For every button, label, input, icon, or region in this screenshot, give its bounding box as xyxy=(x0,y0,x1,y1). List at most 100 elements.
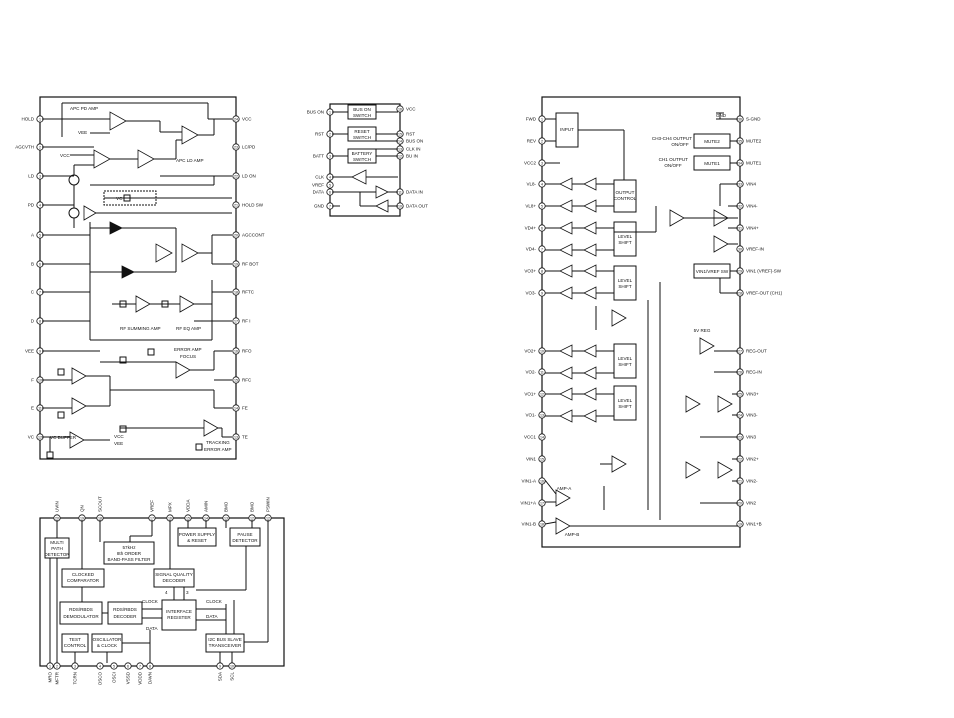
label-level-shift-d1: LEVEL xyxy=(618,398,633,403)
pin-label: BATT xyxy=(313,154,324,159)
pin-marker xyxy=(232,376,240,384)
pin-number: 23 xyxy=(738,436,742,440)
label-clocked-1: CLOCKED xyxy=(72,572,95,577)
pin-label: VIN4 xyxy=(746,182,757,187)
label-bpf-1: 57kHz xyxy=(122,545,136,550)
pin-marker xyxy=(538,455,546,463)
pin-label: AGCCONT xyxy=(242,233,265,238)
pin-label: REV xyxy=(527,139,536,144)
pin-number: 2 xyxy=(39,146,41,150)
pin-label: VIN3 xyxy=(746,435,757,440)
pin-label: VO3- xyxy=(525,291,536,296)
label-ch1-1: CH1 OUTPUT xyxy=(659,157,689,162)
pin-marker xyxy=(396,105,404,113)
pin-label: REG-IN xyxy=(746,370,762,375)
pin-label: VL8+ xyxy=(525,204,536,209)
pin-label: VIN3- xyxy=(746,413,758,418)
label-mute2: MUTE2 xyxy=(704,139,720,144)
pin-number: 2 xyxy=(541,140,543,144)
pin-label: SCOUT xyxy=(98,496,103,512)
pin-marker xyxy=(110,662,118,670)
pin-number: 27 xyxy=(738,350,742,354)
pin-label: LD xyxy=(28,174,35,179)
pin-label: RF BOT xyxy=(242,262,259,267)
pin-label: TCRN xyxy=(73,672,78,685)
label-error-amp: ERROR AMP xyxy=(174,347,202,352)
label-rf-summing-amp: RF SUMMING AMP xyxy=(120,326,161,331)
pin-label: MRO xyxy=(48,672,53,683)
pin-number: 3 xyxy=(541,162,543,166)
pin-number: 25 xyxy=(738,393,742,397)
internal-circuit xyxy=(332,104,398,213)
pin: 25 VIN3+ xyxy=(736,390,759,398)
pin-marker xyxy=(538,433,546,441)
pin-number: 3 xyxy=(74,665,76,669)
pin-label: TE xyxy=(242,435,248,440)
label-apc-ld-amp: APC LD AMP xyxy=(176,158,204,163)
pin-number: 22 xyxy=(738,458,742,462)
label-level-shift-c2: SHIFT xyxy=(618,362,631,367)
pin: 5A xyxy=(31,231,44,239)
label-rf-eq-amp: RF EQ AMP xyxy=(176,326,201,331)
pin-label: HOLD SW xyxy=(242,203,264,208)
label-level-shift-c1: LEVEL xyxy=(618,356,633,361)
pin-label: VIN4- xyxy=(746,204,758,209)
pin-number: 10 xyxy=(230,665,234,669)
pin-marker xyxy=(232,433,240,441)
label-vc: VC xyxy=(116,196,123,201)
pin-number: 12 xyxy=(540,393,544,397)
pin-number: 28 xyxy=(738,292,742,296)
pin-number: 16 xyxy=(168,517,172,521)
pin-number: 12 xyxy=(398,155,402,159)
label-test-2: CONTROL xyxy=(64,643,87,648)
pin-label: BUS ON xyxy=(406,139,423,144)
pin-number: 15 xyxy=(398,133,402,137)
pin-label: VIN3+ xyxy=(746,392,759,397)
pin-number: 16 xyxy=(398,108,402,112)
label-vin-vref-sw: VIN1/VREF SW xyxy=(696,269,729,274)
pin-label: GND xyxy=(314,204,325,209)
pin-label: DATA IN xyxy=(406,190,423,195)
pin-number: 9 xyxy=(39,350,41,354)
pin-label: SDA xyxy=(218,672,223,681)
label-osc-2: & CLOCK xyxy=(97,643,118,648)
pin-marker xyxy=(232,347,240,355)
pin: 23 VIN3 xyxy=(736,433,757,441)
pin-label: S-GND xyxy=(746,117,761,122)
pin-label: C xyxy=(31,290,35,295)
label-data-left: DATA xyxy=(146,626,159,631)
label-ch3-1: CH3-CH4 OUTPUT xyxy=(652,136,692,141)
pin-label: VDDD xyxy=(138,671,143,685)
label-ch1-2: ON/OFF xyxy=(664,163,682,168)
label-reset-switch-2: SWITCH xyxy=(353,135,371,140)
